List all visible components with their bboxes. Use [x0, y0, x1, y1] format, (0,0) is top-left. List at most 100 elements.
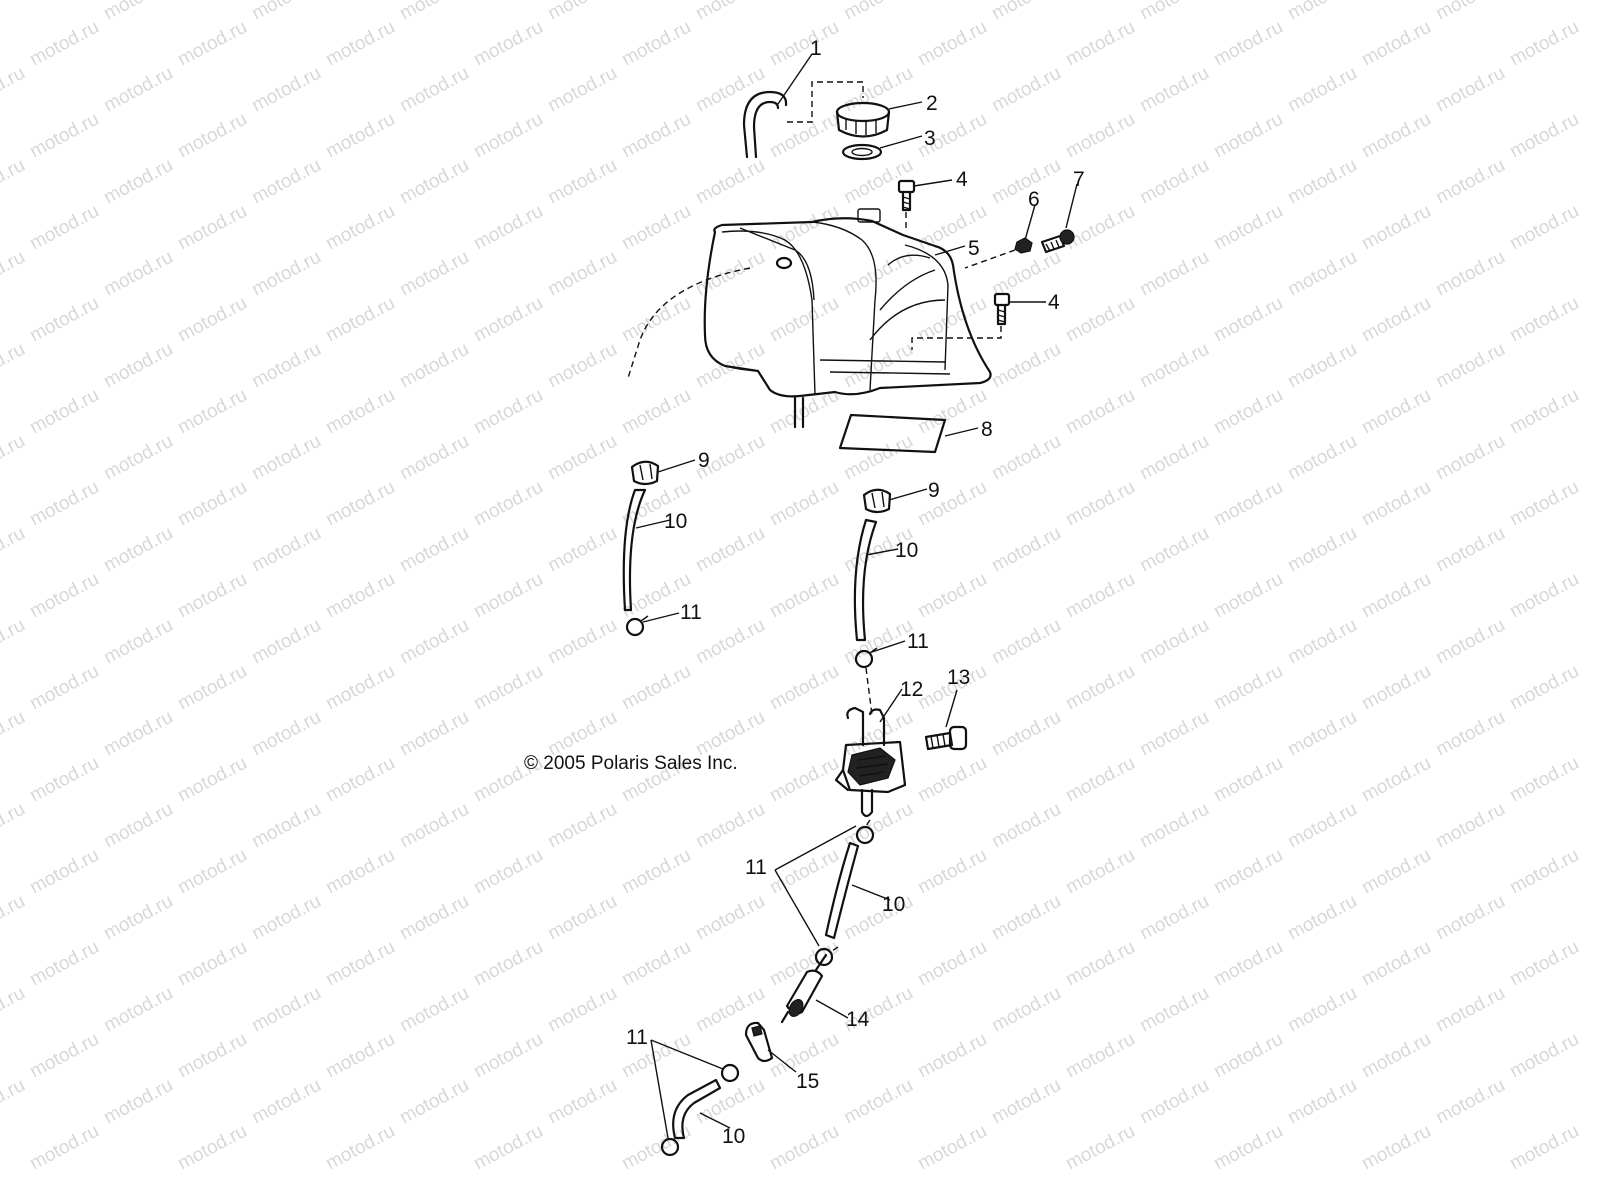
callout-10-left: 10 [664, 510, 687, 533]
watermark-text: motod.ru [248, 0, 324, 24]
watermark-text: motod.ru [100, 431, 176, 485]
watermark-text: motod.ru [1432, 431, 1508, 485]
watermark-text: motod.ru [26, 17, 102, 71]
vent-hose [742, 81, 864, 159]
watermark-text: motod.ru [470, 385, 546, 439]
watermark-text: motod.ru [1506, 569, 1582, 623]
watermark-text: motod.ru [26, 1121, 102, 1175]
watermark-text: motod.ru [322, 753, 398, 807]
watermark-text: motod.ru [470, 1121, 546, 1175]
callout-8: 8 [981, 418, 993, 441]
watermark-text: motod.ru [1432, 63, 1508, 117]
watermark-text: motod.ru [322, 1029, 398, 1083]
watermark-text: motod.ru [766, 201, 842, 255]
copyright-notice: © 2005 Polaris Sales Inc. [524, 753, 738, 774]
watermark-text: motod.ru [1432, 339, 1508, 393]
watermark-text: motod.ru [1210, 385, 1286, 439]
watermark-text: motod.ru [26, 569, 102, 623]
watermark-text: motod.ru [988, 155, 1064, 209]
watermark-text: motod.ru [544, 615, 620, 669]
watermark-text: motod.ru [692, 155, 768, 209]
callout-14: 14 [846, 1008, 870, 1031]
watermark-text: motod.ru [248, 707, 324, 761]
watermark-text: motod.ru [692, 799, 768, 853]
watermark-text: motod.ru [470, 477, 546, 531]
watermark-text: motod.ru [544, 1075, 620, 1129]
small-clamp-5 [720, 1063, 740, 1083]
watermark-text: motod.ru [1432, 0, 1508, 24]
watermark-text: motod.ru [840, 1075, 916, 1129]
watermark-text: motod.ru [1284, 431, 1360, 485]
watermark-text: motod.ru [692, 339, 768, 393]
watermark-text: motod.ru [618, 845, 694, 899]
watermark-text: motod.ru [1136, 431, 1212, 485]
watermark-text: motod.ru [1358, 569, 1434, 623]
watermark-text: motod.ru [766, 753, 842, 807]
watermark-text: motod.ru [470, 109, 546, 163]
watermark-text: motod.ru [544, 799, 620, 853]
callout-10-right: 10 [895, 539, 918, 562]
watermark-text: motod.ru [322, 385, 398, 439]
watermark-text: motod.ru [100, 63, 176, 117]
small-clamp-2 [854, 647, 878, 669]
watermark-text: motod.ru [1506, 1121, 1582, 1175]
watermark-text: motod.ru [248, 247, 324, 301]
watermark-text: motod.ru [470, 1029, 546, 1083]
watermark-text: motod.ru [618, 17, 694, 71]
fuel-tank [627, 208, 992, 429]
watermark-text: motod.ru [322, 201, 398, 255]
watermark-text: motod.ru [174, 753, 250, 807]
watermark-text: motod.ru [914, 1029, 990, 1083]
watermark-text: motod.ru [766, 477, 842, 531]
leader-lines [635, 53, 1078, 1139]
watermark-text: motod.ru [1284, 983, 1360, 1037]
watermark-text: motod.ru [544, 63, 620, 117]
watermark-text: motod.ru [1062, 661, 1138, 715]
watermark-text: motod.ru [1210, 109, 1286, 163]
flow-line [831, 667, 873, 952]
watermark-text: motod.ru [0, 983, 29, 1037]
watermark-text: motod.ru [766, 661, 842, 715]
watermark-text: motod.ru [322, 293, 398, 347]
watermark-text: motod.ru [544, 155, 620, 209]
watermark-text: motod.ru [766, 569, 842, 623]
watermark-text: motod.ru [1284, 247, 1360, 301]
watermark-text: motod.ru [692, 1075, 768, 1129]
watermark-text: motod.ru [988, 1075, 1064, 1129]
watermark-text: motod.ru [248, 799, 324, 853]
watermark-text: motod.ru [988, 0, 1064, 24]
watermark-text: motod.ru [1506, 201, 1582, 255]
watermark-text: motod.ru [914, 17, 990, 71]
watermark-text: motod.ru [988, 707, 1064, 761]
watermark-text: motod.ru [322, 109, 398, 163]
watermark-text: motod.ru [1506, 753, 1582, 807]
watermark-text: motod.ru [248, 983, 324, 1037]
tank-screw-upper [897, 179, 916, 230]
watermark-text: motod.ru [1358, 661, 1434, 715]
watermark-text: motod.ru [174, 17, 250, 71]
watermark-text: motod.ru [1358, 477, 1434, 531]
watermark-text: motod.ru [1062, 937, 1138, 991]
watermark-text: motod.ru [1432, 891, 1508, 945]
watermark-text: motod.ru [692, 0, 768, 24]
watermark-text: motod.ru [1432, 1075, 1508, 1129]
watermark-text: motod.ru [1210, 569, 1286, 623]
watermark-text: motod.ru [470, 201, 546, 255]
callout-10-lower: 10 [882, 893, 905, 916]
watermark-text: motod.ru [26, 845, 102, 899]
watermark-text: motod.ru [0, 707, 29, 761]
watermark-text: motod.ru [396, 615, 472, 669]
callout-1: 1 [810, 37, 822, 60]
fuel-hose-right [853, 518, 878, 642]
watermark-text: motod.ru [1432, 615, 1508, 669]
callout-13: 13 [947, 666, 970, 689]
watermark-text: motod.ru [1358, 845, 1434, 899]
watermark-text: motod.ru [1358, 201, 1434, 255]
watermark-text: motod.ru [322, 937, 398, 991]
watermark-text: motod.ru [1358, 1029, 1434, 1083]
watermark-text: motod.ru [174, 385, 250, 439]
watermark-text: motod.ru [1062, 109, 1138, 163]
watermark-text: motod.ru [100, 1075, 176, 1129]
watermark-text: motod.ru [1284, 615, 1360, 669]
watermark-text: motod.ru [1062, 845, 1138, 899]
